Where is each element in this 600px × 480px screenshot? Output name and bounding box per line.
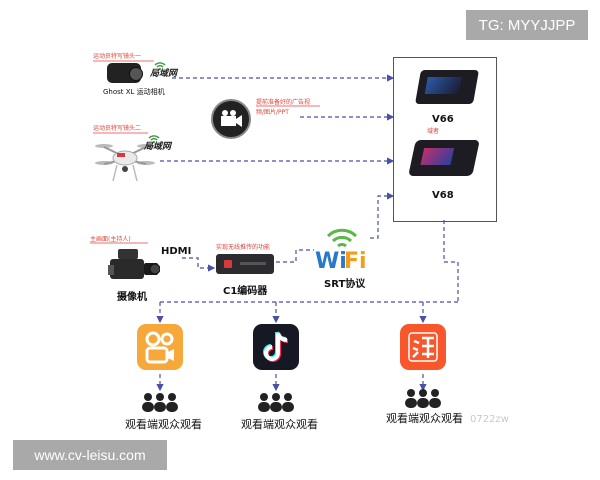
audience-label-1: 观看端观众观看 <box>125 418 202 431</box>
network-badge: 局域网 <box>150 69 178 79</box>
hdmi-label: HDMI <box>161 246 192 257</box>
v68-device <box>408 140 480 176</box>
douyin-app-icon <box>253 324 299 370</box>
wifi-signal-icon <box>154 55 166 74</box>
svg-text:Wi: Wi <box>315 249 347 270</box>
video-camera-icon <box>211 99 251 139</box>
faint-watermark-id: 0722zw <box>470 414 509 425</box>
wire-camera-encoder <box>182 257 216 272</box>
wifi-label: SRT协议 <box>324 279 366 290</box>
v68-caption: 域者 <box>427 128 440 135</box>
ad-caption-2: 频/图片/PPT <box>256 109 289 116</box>
kuaishou-app-icon <box>137 324 183 370</box>
sport-cam-label: Ghost XL 运动相机 <box>103 88 165 96</box>
v66-label: V66 <box>432 114 454 125</box>
wifi-logo-icon: Wi Fi <box>314 220 370 274</box>
camera-caption: 主画面(主持人) <box>90 236 131 243</box>
encoder-label: C1编码器 <box>223 286 268 297</box>
camera-label: 摄像机 <box>117 292 147 303</box>
drone-icon <box>95 137 155 189</box>
tg-watermark: TG: MYYJJPP <box>466 10 588 40</box>
svg-text:Fi: Fi <box>344 249 367 270</box>
v66-device <box>415 70 479 104</box>
network-badge: 局域网 <box>144 142 172 152</box>
encoder-device <box>216 254 274 274</box>
audience-group-icon <box>256 392 296 416</box>
sport-camera-icon <box>107 63 143 83</box>
sport-cam-caption: 运动员特写镜头一 <box>93 53 142 60</box>
v68-label: V68 <box>432 190 454 201</box>
audience-group-icon <box>403 388 443 412</box>
audience-group-icon <box>140 392 180 416</box>
wifi-signal-icon <box>148 128 160 147</box>
ad-caption-1: 提前准备好的广告视 <box>256 99 311 106</box>
taobao-app-icon <box>400 324 446 370</box>
camcorder-icon <box>108 245 161 289</box>
drone-caption: 运动员特写镜头二 <box>93 125 142 132</box>
site-watermark: www.cv-leisu.com <box>13 440 167 470</box>
switcher-frame <box>393 57 497 222</box>
wire-encoder-wifi <box>276 249 314 263</box>
encoder-caption: 实现无线推传的功能 <box>216 244 271 251</box>
audience-label-3: 观看端观众观看 <box>386 412 463 425</box>
wire-switcher-out <box>443 220 459 302</box>
wire-wifi-switcher <box>370 192 395 239</box>
audience-label-2: 观看端观众观看 <box>241 418 318 431</box>
